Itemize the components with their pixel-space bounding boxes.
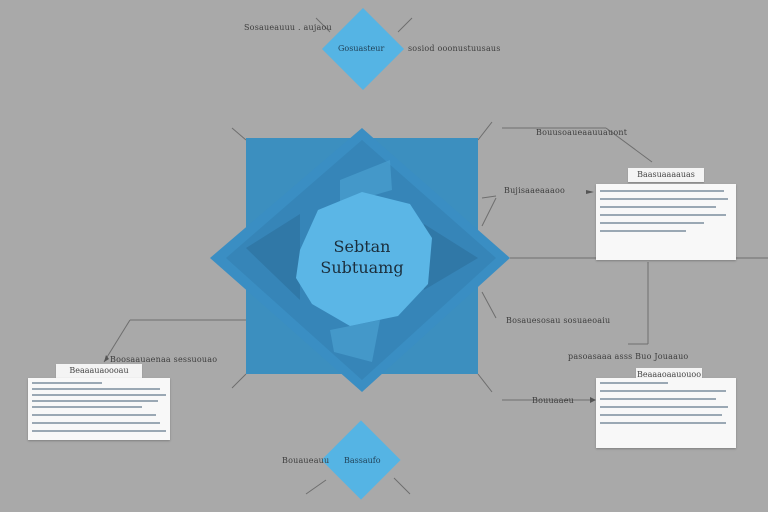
connector-upper-right-diag — [605, 127, 653, 163]
label-lower-mid: Bosauesosau sosuaeoaiu — [506, 316, 611, 325]
top-diamond-label: Gosuasteur — [338, 44, 385, 53]
connector-bottom-right — [477, 373, 493, 393]
card-line — [600, 198, 728, 200]
card-line — [600, 422, 726, 424]
card-line — [32, 414, 156, 416]
connector-bottom-left — [231, 373, 247, 389]
label-mid-right: Bujisaaeaaaoo — [504, 186, 565, 195]
card-line — [600, 398, 716, 400]
card-line — [32, 388, 160, 390]
center-title-line1: Sebtan — [333, 237, 391, 256]
card-line — [600, 222, 704, 224]
label-bottom-right: Bouuaaeu — [532, 396, 575, 405]
connector-top-diamond-right — [397, 17, 413, 33]
center-title-line2: Subtuamg — [320, 258, 404, 277]
arrowhead-left — [104, 355, 109, 362]
label-upper-right: Bouusoaueaauuauont — [536, 128, 628, 137]
card-line — [600, 206, 716, 208]
label-bottom-left: Bouaueauu — [282, 456, 330, 465]
card-line — [600, 390, 726, 392]
right-bottom-card-tab: Beaaaoaauouoo — [636, 368, 702, 380]
arrowhead-right — [590, 397, 596, 403]
card-line — [32, 430, 166, 432]
label-left-row: Boosaauaenaa sessuouao — [110, 355, 218, 364]
bottom-diamond-label: Bassaufo — [344, 456, 381, 465]
connector-top-diamond-left — [315, 17, 331, 33]
card-line — [600, 414, 722, 416]
center-title: Sebtan Subtuamg — [300, 236, 424, 278]
connector-top-right — [477, 121, 493, 141]
card-line — [32, 382, 102, 384]
connector-top-left — [231, 127, 247, 141]
facet-right — [424, 224, 478, 290]
connector-mid-right-diag — [481, 197, 497, 227]
right-bottom-card — [596, 378, 736, 448]
card-line — [32, 406, 142, 408]
left-card-tab: Beaaauaoooau — [56, 364, 142, 378]
card-line — [600, 406, 728, 408]
label-top-left: Sosaueauuu . aujaou — [244, 23, 332, 32]
right-top-card — [596, 184, 736, 260]
facet-left — [246, 214, 300, 300]
card-line — [600, 230, 686, 232]
card-line — [600, 190, 724, 192]
right-top-card-tab: Baasuaaaauas — [628, 168, 704, 182]
facet-top — [340, 160, 392, 205]
left-card — [28, 378, 170, 440]
connector-bottom-diamond-right — [393, 477, 411, 495]
card-line — [32, 400, 158, 402]
connector-left-diag — [103, 319, 131, 363]
card-line — [600, 382, 668, 384]
center-circle — [296, 192, 432, 326]
card-line — [32, 422, 160, 424]
connector-mid-right — [481, 195, 497, 199]
card-line — [32, 394, 166, 396]
connector-bottom-diamond-left — [305, 479, 327, 495]
label-right-row: pasoasaaa asss Buo Jouaauo — [568, 352, 689, 361]
label-top-right: sosiod ooonustuusaus — [408, 44, 501, 53]
card-line — [600, 214, 726, 216]
facet-bottom — [330, 320, 380, 362]
arrowhead-mid-right — [586, 190, 594, 194]
connector-lower-diag — [481, 291, 497, 319]
